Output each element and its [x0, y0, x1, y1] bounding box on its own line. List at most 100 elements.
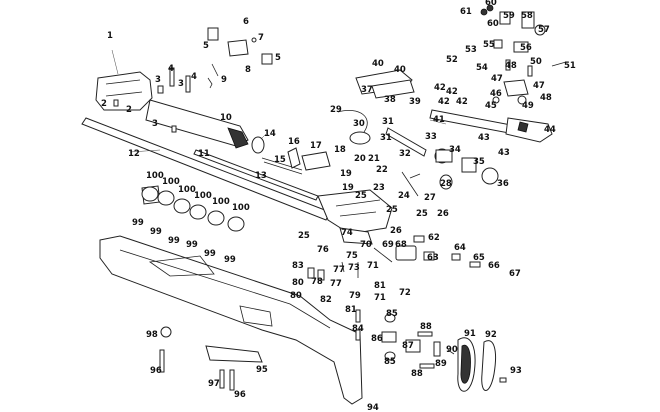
label-24: 24 [398, 191, 410, 201]
label-41: 41 [433, 115, 445, 125]
label-40b: 40 [394, 65, 406, 75]
label-100f: 100 [232, 203, 250, 213]
label-78: 78 [311, 277, 323, 287]
label-85: 85 [386, 309, 398, 319]
label-55: 55 [483, 40, 495, 50]
label-42d: 42 [456, 97, 468, 107]
label-3: 3 [155, 75, 161, 85]
label-4: 4 [168, 64, 174, 74]
label-88b: 88 [411, 369, 423, 379]
label-72: 72 [399, 288, 411, 298]
label-88: 88 [420, 322, 432, 332]
label-5b: 5 [275, 53, 281, 63]
stock [99, 235, 363, 405]
label-90: 90 [446, 345, 458, 355]
label-92: 92 [485, 330, 497, 340]
label-45: 45 [485, 101, 497, 111]
label-29: 29 [330, 105, 342, 115]
label-47b: 47 [533, 81, 545, 91]
label-19b: 19 [342, 183, 354, 193]
label-6: 6 [243, 17, 249, 27]
label-15: 15 [274, 155, 286, 165]
label-80b: 80 [290, 291, 302, 301]
label-34: 34 [449, 145, 461, 155]
label-3c: 3 [152, 119, 158, 129]
label-64: 64 [454, 243, 466, 253]
label-81b: 81 [374, 281, 386, 291]
label-84: 84 [352, 324, 364, 334]
label-99c: 99 [168, 236, 180, 246]
label-43b: 43 [498, 148, 510, 158]
label-50: 50 [530, 57, 542, 67]
label-40: 40 [372, 59, 384, 69]
label-43: 43 [478, 133, 490, 143]
label-83: 83 [292, 261, 304, 271]
label-48: 48 [505, 61, 517, 71]
label-48b: 48 [540, 93, 552, 103]
label-62: 62 [428, 233, 440, 243]
label-4b: 4 [191, 72, 197, 82]
label-37: 37 [361, 85, 373, 95]
label-58: 58 [521, 11, 533, 21]
label-17: 17 [310, 141, 322, 151]
label-74: 74 [341, 228, 353, 238]
label-33: 33 [425, 132, 437, 142]
leader-lines [111, 49, 447, 153]
label-42b: 42 [446, 87, 458, 97]
label-25b: 25 [386, 205, 398, 215]
label-11: 11 [198, 149, 210, 159]
label-25d: 25 [298, 231, 310, 241]
label-44: 44 [544, 125, 556, 135]
label-25: 25 [355, 191, 367, 201]
label-18: 18 [334, 145, 346, 155]
label-23: 23 [373, 183, 385, 193]
label-7: 7 [258, 33, 264, 43]
label-2b: 2 [126, 105, 132, 115]
label-98: 98 [146, 330, 158, 340]
label-99b: 99 [150, 227, 162, 237]
label-70: 70 [360, 240, 372, 250]
label-57: 57 [538, 25, 550, 35]
label-30: 30 [353, 119, 365, 129]
label-94: 94 [367, 403, 379, 412]
label-77: 77 [333, 265, 345, 275]
label-69: 69 [382, 240, 394, 250]
label-91: 91 [464, 329, 476, 339]
label-100b: 100 [162, 177, 180, 187]
label-99d: 99 [186, 240, 198, 250]
label-16: 16 [288, 137, 300, 147]
label-32: 32 [399, 149, 411, 159]
label-26: 26 [437, 209, 449, 219]
label-52: 52 [446, 55, 458, 65]
label-86: 86 [371, 334, 383, 344]
label-96b: 96 [234, 390, 246, 400]
label-82: 82 [320, 295, 332, 305]
label-13: 13 [255, 171, 267, 181]
label-25c: 25 [416, 209, 428, 219]
label-38: 38 [384, 95, 396, 105]
label-19: 19 [340, 169, 352, 179]
label-5: 5 [203, 41, 209, 51]
label-51: 51 [564, 61, 576, 71]
label-10: 10 [220, 113, 232, 123]
label-100d: 100 [194, 191, 212, 201]
label-61: 61 [460, 7, 472, 17]
label-22: 22 [376, 165, 388, 175]
label-42: 42 [434, 83, 446, 93]
label-95: 95 [256, 365, 268, 375]
label-99e: 99 [204, 249, 216, 259]
label-81: 81 [345, 305, 357, 315]
label-93: 93 [510, 366, 522, 376]
label-56: 56 [520, 43, 532, 53]
label-66: 66 [488, 261, 500, 271]
label-31: 31 [382, 117, 394, 127]
receiver-group [81, 27, 393, 235]
label-9: 9 [221, 75, 227, 85]
label-87: 87 [402, 341, 414, 351]
label-14: 14 [264, 129, 276, 139]
label-71: 71 [367, 261, 379, 271]
label-63: 63 [427, 253, 439, 263]
label-68: 68 [395, 240, 407, 250]
label-35: 35 [473, 157, 485, 167]
label-80: 80 [292, 278, 304, 288]
